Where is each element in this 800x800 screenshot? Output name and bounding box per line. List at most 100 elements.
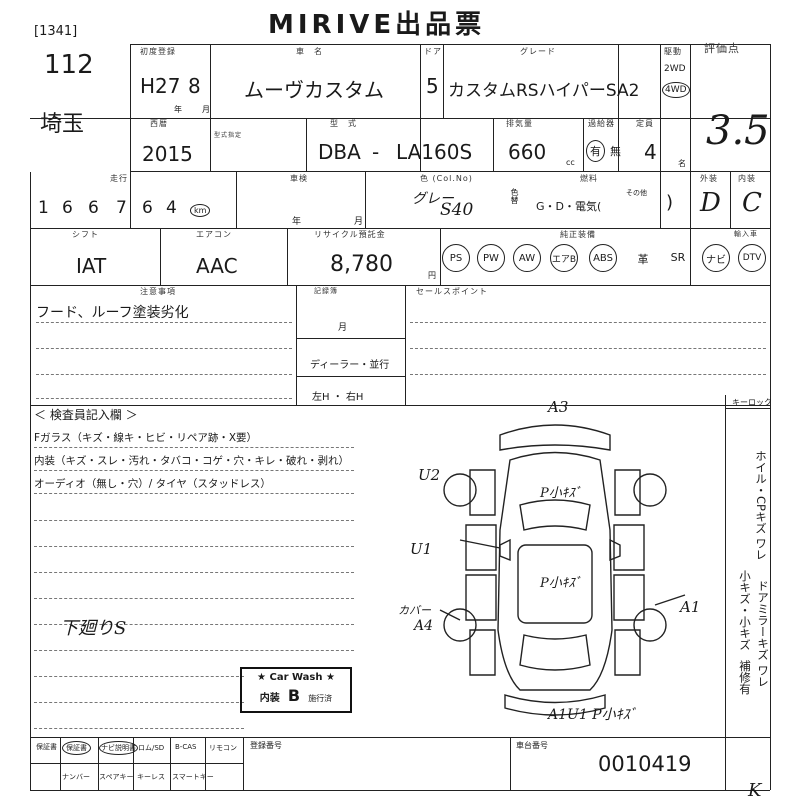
vehicle-number: 0010419	[598, 752, 692, 776]
mark-u1: U1	[410, 540, 433, 558]
inspection-year-unit: 年	[292, 217, 302, 227]
footer-bottom-3: キーレス	[137, 773, 165, 781]
fuel-close: )	[666, 192, 674, 213]
label-warranty: 保証書	[36, 743, 57, 751]
label-notes: 注意事項	[140, 287, 176, 296]
right-side-text-2: 小キズ・小キズ	[738, 570, 752, 651]
displacement: 660	[508, 140, 547, 164]
recycle-unit: 円	[428, 271, 436, 280]
footer-top-3: ロム/SD	[138, 744, 165, 752]
label-fuel: 燃料	[580, 174, 598, 183]
equip-airbag: エアB	[550, 244, 578, 272]
displacement-unit: cc	[566, 158, 575, 167]
model-prefix: DBA	[318, 140, 361, 164]
inspector-line-1: Fガラス（キズ・線キ・ヒビ・リペア跡・X要）	[34, 432, 258, 444]
label-shift: シフト	[72, 230, 99, 239]
seats-unit: 名	[678, 159, 686, 168]
label-inspection-record: 記録簿	[314, 287, 338, 295]
label-turbo: 過給器	[588, 119, 615, 128]
mileage-digit-3: 6	[88, 198, 99, 218]
handwritten-note: 下廻りS	[60, 618, 127, 639]
color-code: S40	[440, 200, 474, 220]
mark-u2: U2	[418, 466, 441, 484]
label-reg-no: 登録番号	[250, 741, 282, 750]
mark-p-small-1: P小ｷｽﾞ	[540, 486, 582, 501]
model-code: LA160S	[396, 140, 473, 164]
first-reg-era: H27	[140, 74, 181, 98]
car-wash-stamp: ★ Car Wash ★ 内装 B 施行済	[240, 667, 352, 713]
label-mileage: 走行	[110, 174, 128, 183]
label-recycle: リサイクル預託金	[314, 230, 386, 239]
color-side-label: 色替	[510, 188, 519, 204]
label-score: 評価点	[704, 42, 740, 55]
notes-text: フード、ルーフ塗装劣化	[36, 305, 189, 321]
label-model: 型 式	[330, 119, 357, 128]
label-color: 色 (Col.No)	[420, 174, 473, 183]
first-reg-month-unit: 月	[202, 105, 210, 114]
car-wash-grade: B	[287, 686, 301, 705]
label-import: 輸入車	[734, 230, 758, 238]
footer-bottom-4: スマートキー	[172, 773, 214, 781]
label-seats: 定員	[636, 119, 654, 128]
mark-cover: カバー	[398, 604, 431, 617]
equip-sunroof: SR	[670, 251, 686, 264]
corner-mark: K	[748, 780, 762, 800]
mileage-digit-6: 4	[166, 198, 177, 218]
record-month: 月	[338, 323, 348, 333]
car-wash-title: ★ Car Wash ★	[257, 672, 335, 683]
shift-value: IAT	[76, 254, 107, 278]
car-name: ムーヴカスタム	[244, 78, 384, 102]
inspector-line-3: オーディオ（無し・穴）/ タイヤ（スタッドレス）	[34, 478, 271, 490]
equip-aw: AW	[513, 244, 541, 272]
label-exterior: 外装	[700, 174, 718, 183]
exterior-grade: D	[700, 188, 721, 218]
label-doors: ドア	[424, 47, 442, 56]
label-inspection: 車検	[290, 174, 308, 183]
footer-bottom-2: スペアキー	[99, 773, 134, 781]
footer-top-2: ナビ説明書	[99, 741, 138, 755]
label-drive: 駆動	[664, 47, 682, 56]
label-car-name: 車 名	[296, 47, 323, 56]
first-reg-year-unit: 年	[174, 105, 182, 114]
equip-ps: PS	[442, 244, 470, 272]
doors: 5	[426, 74, 439, 98]
label-equipment: 純正装備	[560, 230, 596, 239]
mark-a1u1: A1U1 P小ｷｽﾞ	[548, 707, 637, 723]
turbo-yes: 有	[586, 140, 605, 162]
first-reg-month: 8	[188, 74, 201, 98]
drive-4wd: 4WD	[662, 82, 690, 98]
western-year: 2015	[142, 142, 193, 166]
car-wash-done: 施行済	[308, 694, 333, 703]
label-keylock: キーロック	[732, 398, 772, 407]
drive-2wd: 2WD	[664, 64, 686, 74]
label-interior: 内装	[738, 174, 756, 183]
dealer-text: ディーラー・並行	[310, 360, 390, 371]
right-side-text-1: ホイル・CPキズ ワレ	[754, 450, 768, 561]
footer-top-4: B-CAS	[175, 743, 197, 751]
label-model-spec: 型式指定	[214, 132, 243, 139]
footer-top-5: リモコン	[209, 744, 237, 752]
footer-top-1: 保証書	[62, 741, 91, 755]
right-side-text-3: ドアミラーキズ ワレ	[756, 580, 770, 688]
seats: 4	[644, 140, 657, 164]
label-grade: グレード	[520, 47, 556, 56]
label-aircon: エアコン	[196, 230, 232, 239]
right-side-text-4: 補修有	[738, 660, 752, 695]
label-displacement: 排気量	[506, 119, 533, 128]
equip-abs: ABS	[589, 244, 617, 272]
mileage-digit-2: 6	[62, 198, 73, 218]
equip-leather: 革	[637, 253, 649, 266]
model-dash: -	[372, 140, 380, 164]
mileage-digit-1: 1	[38, 198, 49, 218]
mileage-digit-4: 7	[116, 198, 127, 218]
mark-p-small-2: P小ｷｽﾞ	[540, 576, 582, 591]
label-sales-point: セールスポイント	[416, 287, 488, 296]
interior-grade: C	[742, 188, 762, 218]
fuel-options: G・D・電気(	[536, 200, 602, 213]
lot-number: 112	[44, 50, 94, 80]
label-first-reg: 初度登録	[140, 47, 176, 56]
equip-navi: ナビ	[702, 244, 730, 272]
region: 埼玉	[40, 112, 85, 137]
fuel-other: その他	[626, 189, 647, 197]
recycle-amount: 8,780	[330, 252, 393, 277]
